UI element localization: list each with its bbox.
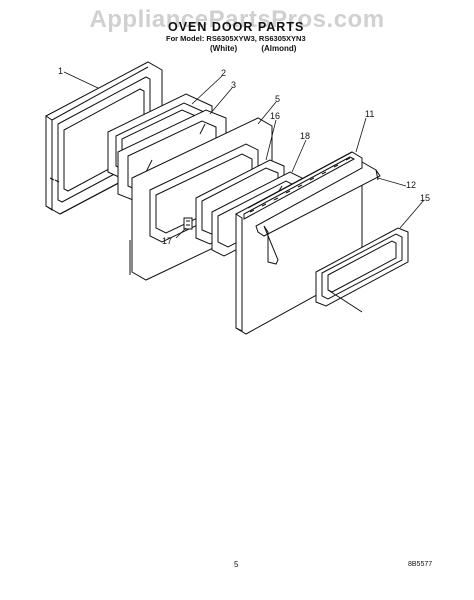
watermark-text: AppliancePartsPros.com (89, 6, 385, 33)
color-white-label: (White) (210, 44, 238, 53)
callout-5: 5 (275, 94, 280, 104)
part-17-clip (183, 217, 193, 230)
part-12-handle-bracket (255, 161, 381, 265)
callout-18: 18 (300, 131, 310, 141)
color-almond-label: (Almond) (261, 44, 297, 53)
document-code: 8B5577 (408, 561, 433, 568)
callout-15: 15 (420, 193, 430, 203)
callout-3: 3 (231, 80, 236, 90)
callout-11: 11 (365, 109, 374, 119)
page-title: OVEN DOOR PARTS (168, 20, 305, 34)
model-numbers: For Model: RS6305XYW3, RS6305XYN3 (166, 34, 306, 43)
callout-1: 1 (58, 66, 63, 76)
page-number: 5 (234, 560, 239, 569)
callout-labels: 1 2 3 5 11 12 15 16 17 18 (58, 66, 430, 246)
callout-16: 16 (270, 111, 280, 121)
callout-2: 2 (221, 68, 226, 78)
callout-12: 12 (406, 180, 416, 190)
color-variants: (White) (Almond) (210, 44, 296, 53)
callout-17: 17 (162, 236, 172, 246)
part-15-door-seal (315, 227, 409, 313)
leader-lines (63, 71, 425, 239)
